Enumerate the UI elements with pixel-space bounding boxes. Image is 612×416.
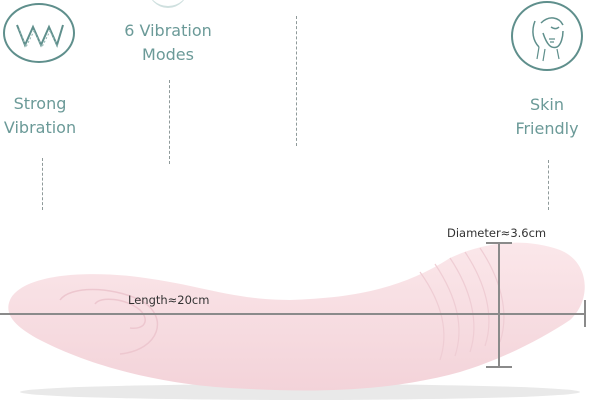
leader-line-skin [548,160,549,210]
strong-vibration-icon [3,3,75,63]
leader-line-modes [169,80,170,164]
vibration-modes-icon-partial [148,0,188,8]
diameter-bottom-tick [486,366,512,368]
diameter-top-tick [486,242,512,244]
wave-icon [16,24,64,49]
feature-skin-friendly: Skin Friendly [515,95,579,138]
feature-vibration-modes: 6 Vibration Modes [124,21,212,64]
leader-line-strong [42,158,43,210]
length-dimension-line [0,313,584,315]
diameter-dimension-line [498,242,500,366]
feature-strong-vibration: Strong Vibration [3,94,77,137]
product-image [8,242,585,400]
skin-friendly-icon [511,1,583,71]
length-end-tick [584,300,586,327]
face-icon [532,17,564,62]
length-label: Length≈20cm [128,293,210,307]
leader-line-center [296,16,297,146]
diameter-label: Diameter≈3.6cm [447,226,547,240]
